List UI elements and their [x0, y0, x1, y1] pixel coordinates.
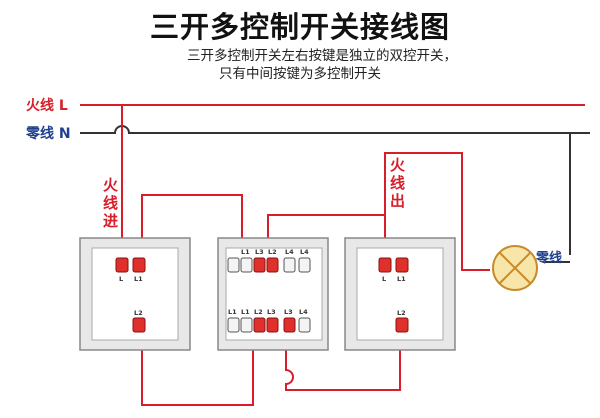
left-terminal-L1	[132, 257, 146, 273]
mid-bot-label-2: L1	[241, 308, 250, 316]
page-title: 三开多控制开关接线图	[149, 10, 450, 44]
mid-bot-label-5: L3	[284, 308, 293, 316]
mid-bot-label-4: L3	[267, 308, 276, 316]
traveler-4	[285, 320, 401, 391]
lamp-icon	[492, 245, 538, 291]
traveler-1	[141, 194, 243, 258]
middle-switch: L1 L2 L3 L4 L4 L1 L1 L2 L3 L3 L4	[217, 237, 329, 351]
live-out-label-1: 火	[390, 156, 406, 174]
mid-top-label-3: L3	[255, 248, 264, 256]
left-terminal-L	[115, 257, 129, 273]
live-out-label-2: 线	[390, 174, 405, 192]
mid-top-label-5: L4	[300, 248, 309, 256]
live-out-wire	[384, 152, 490, 271]
left-label-L2: L2	[134, 309, 143, 317]
right-label-L: L	[382, 275, 386, 283]
mid-bot-label-1: L1	[228, 308, 237, 316]
neutral-line	[80, 125, 590, 134]
right-terminal-L1	[395, 257, 409, 273]
live-out-label-3: 出	[390, 192, 405, 210]
left-label-L: L	[119, 275, 123, 283]
mid-top-label-1: L1	[241, 248, 250, 256]
live-in-label-2: 线	[103, 194, 118, 212]
neutral-line-label: 零线 N	[25, 125, 71, 142]
traveler-2	[141, 320, 254, 406]
mid-top-label-4: L4	[285, 248, 294, 256]
mid-top-label-2: L2	[268, 248, 277, 256]
lamp-neutral-label: 零线	[535, 250, 562, 266]
right-terminal-L2	[395, 317, 409, 333]
right-label-L1: L1	[397, 275, 406, 283]
mid-bot-label-6: L4	[299, 308, 308, 316]
live-line-label: 火线 L	[26, 97, 68, 114]
right-switch: L L1 L2	[344, 237, 456, 351]
left-label-L1: L1	[134, 275, 143, 283]
left-terminal-L2	[132, 317, 146, 333]
right-label-L2: L2	[397, 309, 406, 317]
right-terminal-L	[378, 257, 392, 273]
subtitle-line-1: 三开多控制开关左右按键是独立的双控开关，	[187, 48, 457, 64]
subtitle-line-2: 只有中间按键为多控制开关	[219, 66, 381, 82]
left-switch: L L1 L2	[79, 237, 191, 351]
mid-bot-label-3: L2	[254, 308, 263, 316]
live-in-label-3: 进	[103, 212, 118, 230]
live-in-label-1: 火	[103, 176, 119, 194]
